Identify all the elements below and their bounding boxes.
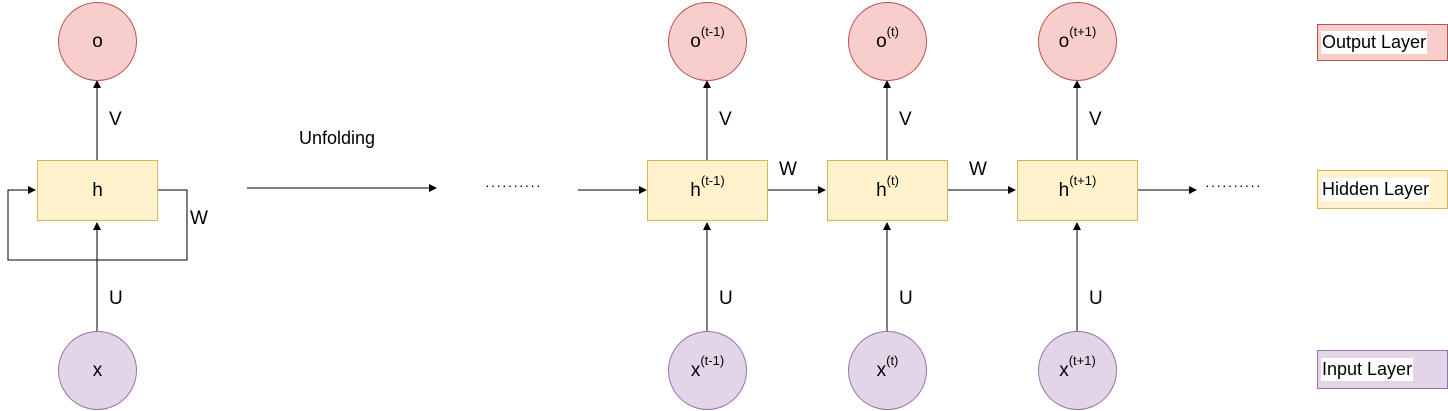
step2-input-node: x(t) (848, 331, 927, 410)
step3-hidden-node: h(t+1) (1017, 160, 1138, 221)
step1-input-label: x(t-1) (690, 353, 725, 381)
folded-w-loop (7, 186, 188, 261)
step1-output-node: o(t-1) (668, 2, 747, 81)
step3-hidden-label: h(t+1) (1058, 173, 1097, 201)
folded-hidden-label: h (92, 179, 103, 201)
folded-output-label: o (92, 30, 103, 52)
ellipsis-right: ·········· (1205, 177, 1262, 193)
step2-output-label: o(t) (876, 24, 899, 52)
step1-output-label: o(t-1) (690, 24, 725, 52)
folded-w-label: W (190, 208, 208, 229)
step1-v-label: V (719, 109, 732, 130)
folded-v-label: V (109, 109, 122, 130)
unfolding-label: Unfolding (299, 128, 376, 148)
legend-input-layer: Input Layer (1317, 350, 1448, 389)
ellipsis-left: ·········· (485, 177, 542, 193)
step2-input-label: x(t) (876, 353, 899, 381)
legend-hidden-label: Hidden Layer (1321, 178, 1431, 201)
step3-output-node: o(t+1) (1038, 2, 1117, 81)
step3-v-label: V (1089, 109, 1102, 130)
step1-hidden-node: h(t-1) (647, 160, 768, 221)
legend-output-layer: Output Layer (1317, 24, 1448, 61)
legend-input-label: Input Layer (1321, 358, 1414, 381)
folded-u-label: U (109, 288, 123, 309)
folded-hidden-node: h (37, 160, 158, 221)
folded-input-label: x (92, 359, 103, 381)
step2-hidden-node: h(t) (827, 160, 948, 221)
w-label-2: W (969, 159, 987, 180)
step1-u-label: U (719, 288, 733, 309)
step2-u-label: U (899, 288, 913, 309)
folded-input-node: x (58, 331, 137, 410)
step2-hidden-label: h(t) (876, 173, 899, 201)
legend-hidden-layer: Hidden Layer (1317, 170, 1448, 209)
step2-v-label: V (899, 109, 912, 130)
step3-output-label: o(t+1) (1058, 24, 1097, 52)
step3-input-node: x(t+1) (1038, 331, 1117, 410)
step3-input-label: x(t+1) (1059, 353, 1096, 381)
folded-output-node: o (58, 2, 137, 81)
step3-u-label: U (1089, 288, 1103, 309)
w-label-1: W (779, 159, 797, 180)
legend-output-label: Output Layer (1321, 31, 1428, 54)
step1-input-node: x(t-1) (668, 331, 747, 410)
step2-output-node: o(t) (848, 2, 927, 81)
step1-hidden-label: h(t-1) (690, 173, 725, 201)
